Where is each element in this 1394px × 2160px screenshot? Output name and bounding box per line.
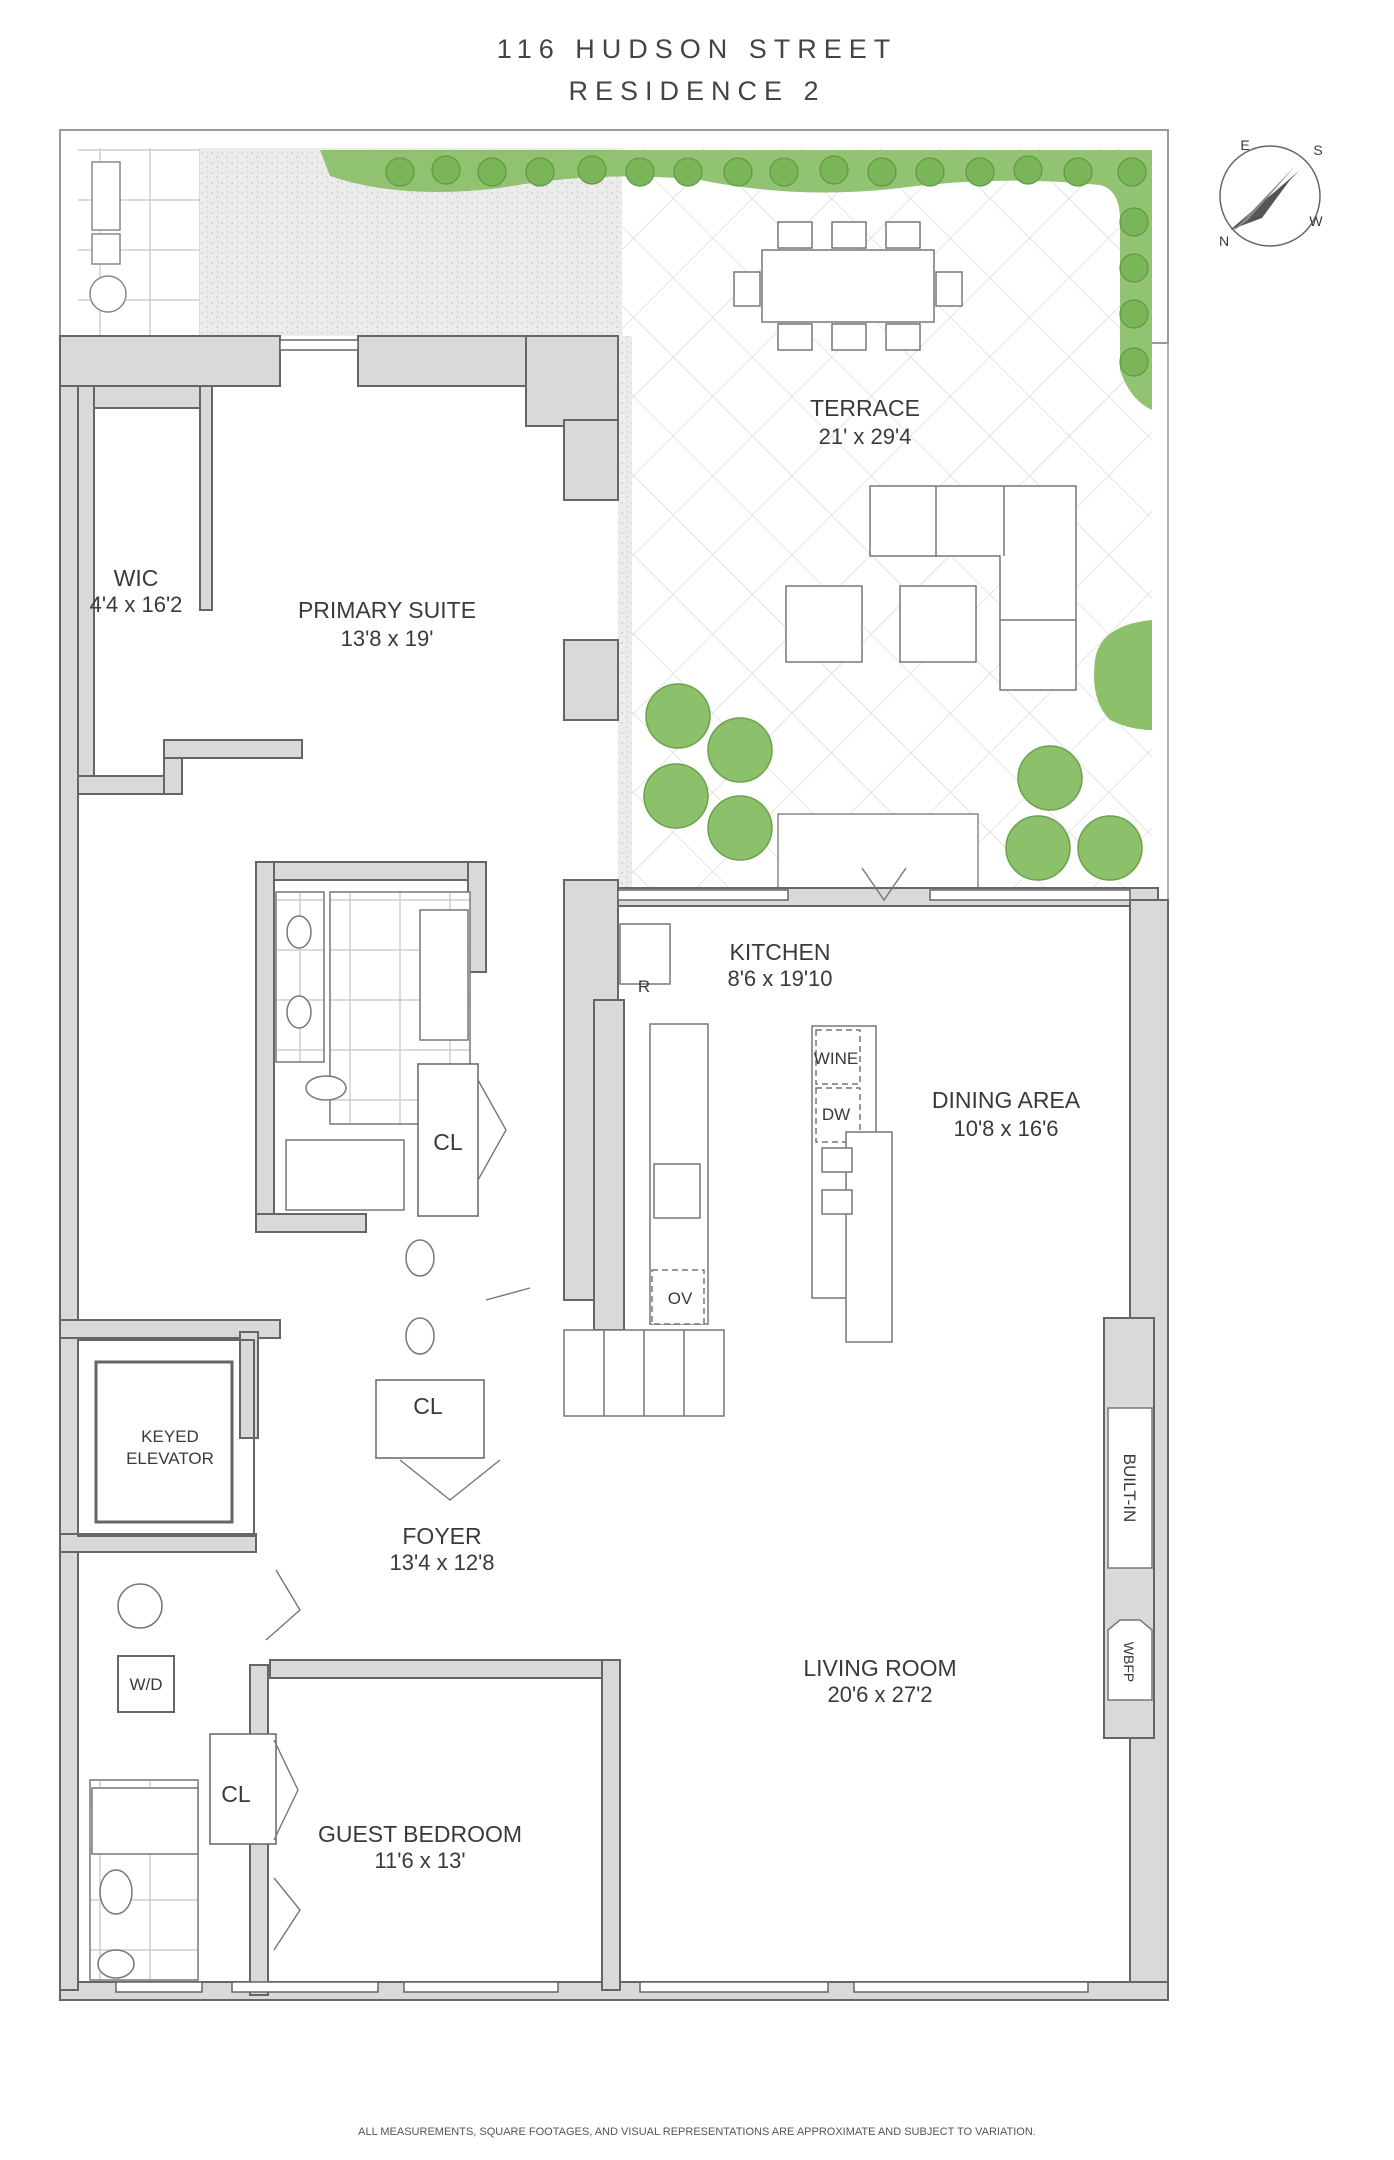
foyer-dims: 13'4 x 12'8 <box>389 1550 494 1575</box>
primary-suite-name: PRIMARY SUITE <box>298 597 476 623</box>
dishwasher-label: DW <box>822 1105 850 1124</box>
kitchen-counters <box>563 923 893 1417</box>
dining-area-name: DINING AREA <box>932 1087 1081 1113</box>
room-labels: TERRACE 21' x 29'4 WIC 4'4 x 16'2 PRIMAR… <box>90 395 1081 1873</box>
washer-dryer-label: W/D <box>129 1675 162 1694</box>
compass-s: S <box>1313 142 1322 158</box>
keyed-elevator <box>94 1360 234 1524</box>
wic-name: WIC <box>114 565 159 591</box>
fireplace-label: WBFP <box>1121 1642 1137 1682</box>
dining-area-dims: 10'8 x 16'6 <box>953 1116 1058 1141</box>
closet-label-primary: CL <box>433 1129 463 1155</box>
guest-bath-fixtures <box>89 1583 199 1981</box>
hedge-shrubs <box>385 155 1149 377</box>
guest-bedroom-name: GUEST BEDROOM <box>318 1821 522 1847</box>
primary-suite-dims: 13'8 x 19' <box>341 626 434 651</box>
address-title: 116 HUDSON STREET <box>496 34 898 64</box>
compass-rose: N S E W <box>1219 137 1323 249</box>
elevator-label-2: ELEVATOR <box>126 1449 214 1468</box>
wic-dims: 4'4 x 16'2 <box>90 592 183 617</box>
fixture-labels: CL CL CL KEYED ELEVATOR R WINE DW OV W/D… <box>126 977 1139 1807</box>
compass-e: E <box>1240 137 1249 153</box>
compass-n: N <box>1219 233 1229 249</box>
terrace-planter-box <box>777 813 979 895</box>
terrace-bush-right <box>1094 620 1152 730</box>
terrace-trees <box>643 683 1143 881</box>
oven-label: OV <box>668 1289 693 1308</box>
terrace-lounge-set <box>785 485 1077 691</box>
primary-bath-fixtures <box>275 891 471 1355</box>
kitchen-dims: 8'6 x 19'10 <box>727 966 832 991</box>
disclaimer-text: ALL MEASUREMENTS, SQUARE FOOTAGES, AND V… <box>358 2126 1036 2138</box>
closets <box>209 1063 485 1845</box>
windows <box>115 339 1131 1993</box>
door-swings <box>265 867 907 1951</box>
guest-bedroom-dims: 11'6 x 13' <box>374 1848 465 1873</box>
living-room-name: LIVING ROOM <box>803 1655 956 1681</box>
foyer-name: FOYER <box>402 1523 481 1549</box>
closet-label-foyer: CL <box>413 1393 443 1419</box>
compass-w: W <box>1309 213 1323 229</box>
residence-title: RESIDENCE 2 <box>568 76 826 106</box>
living-room-dims: 20'6 x 27'2 <box>827 1682 932 1707</box>
built-in-label: BUILT-IN <box>1120 1454 1139 1523</box>
terrace-dining-table <box>733 221 963 351</box>
terrace-name: TERRACE <box>810 395 920 421</box>
wine-label: WINE <box>814 1049 858 1068</box>
fireplace <box>1107 1619 1153 1701</box>
kitchen-name: KITCHEN <box>730 939 831 965</box>
built-in-cabinet <box>1107 1407 1153 1569</box>
washer-dryer <box>117 1655 175 1713</box>
elevator-label-1: KEYED <box>141 1427 199 1446</box>
closet-label-guest: CL <box>221 1781 251 1807</box>
terrace-dims: 21' x 29'4 <box>819 424 912 449</box>
refrigerator-label: R <box>638 977 650 996</box>
